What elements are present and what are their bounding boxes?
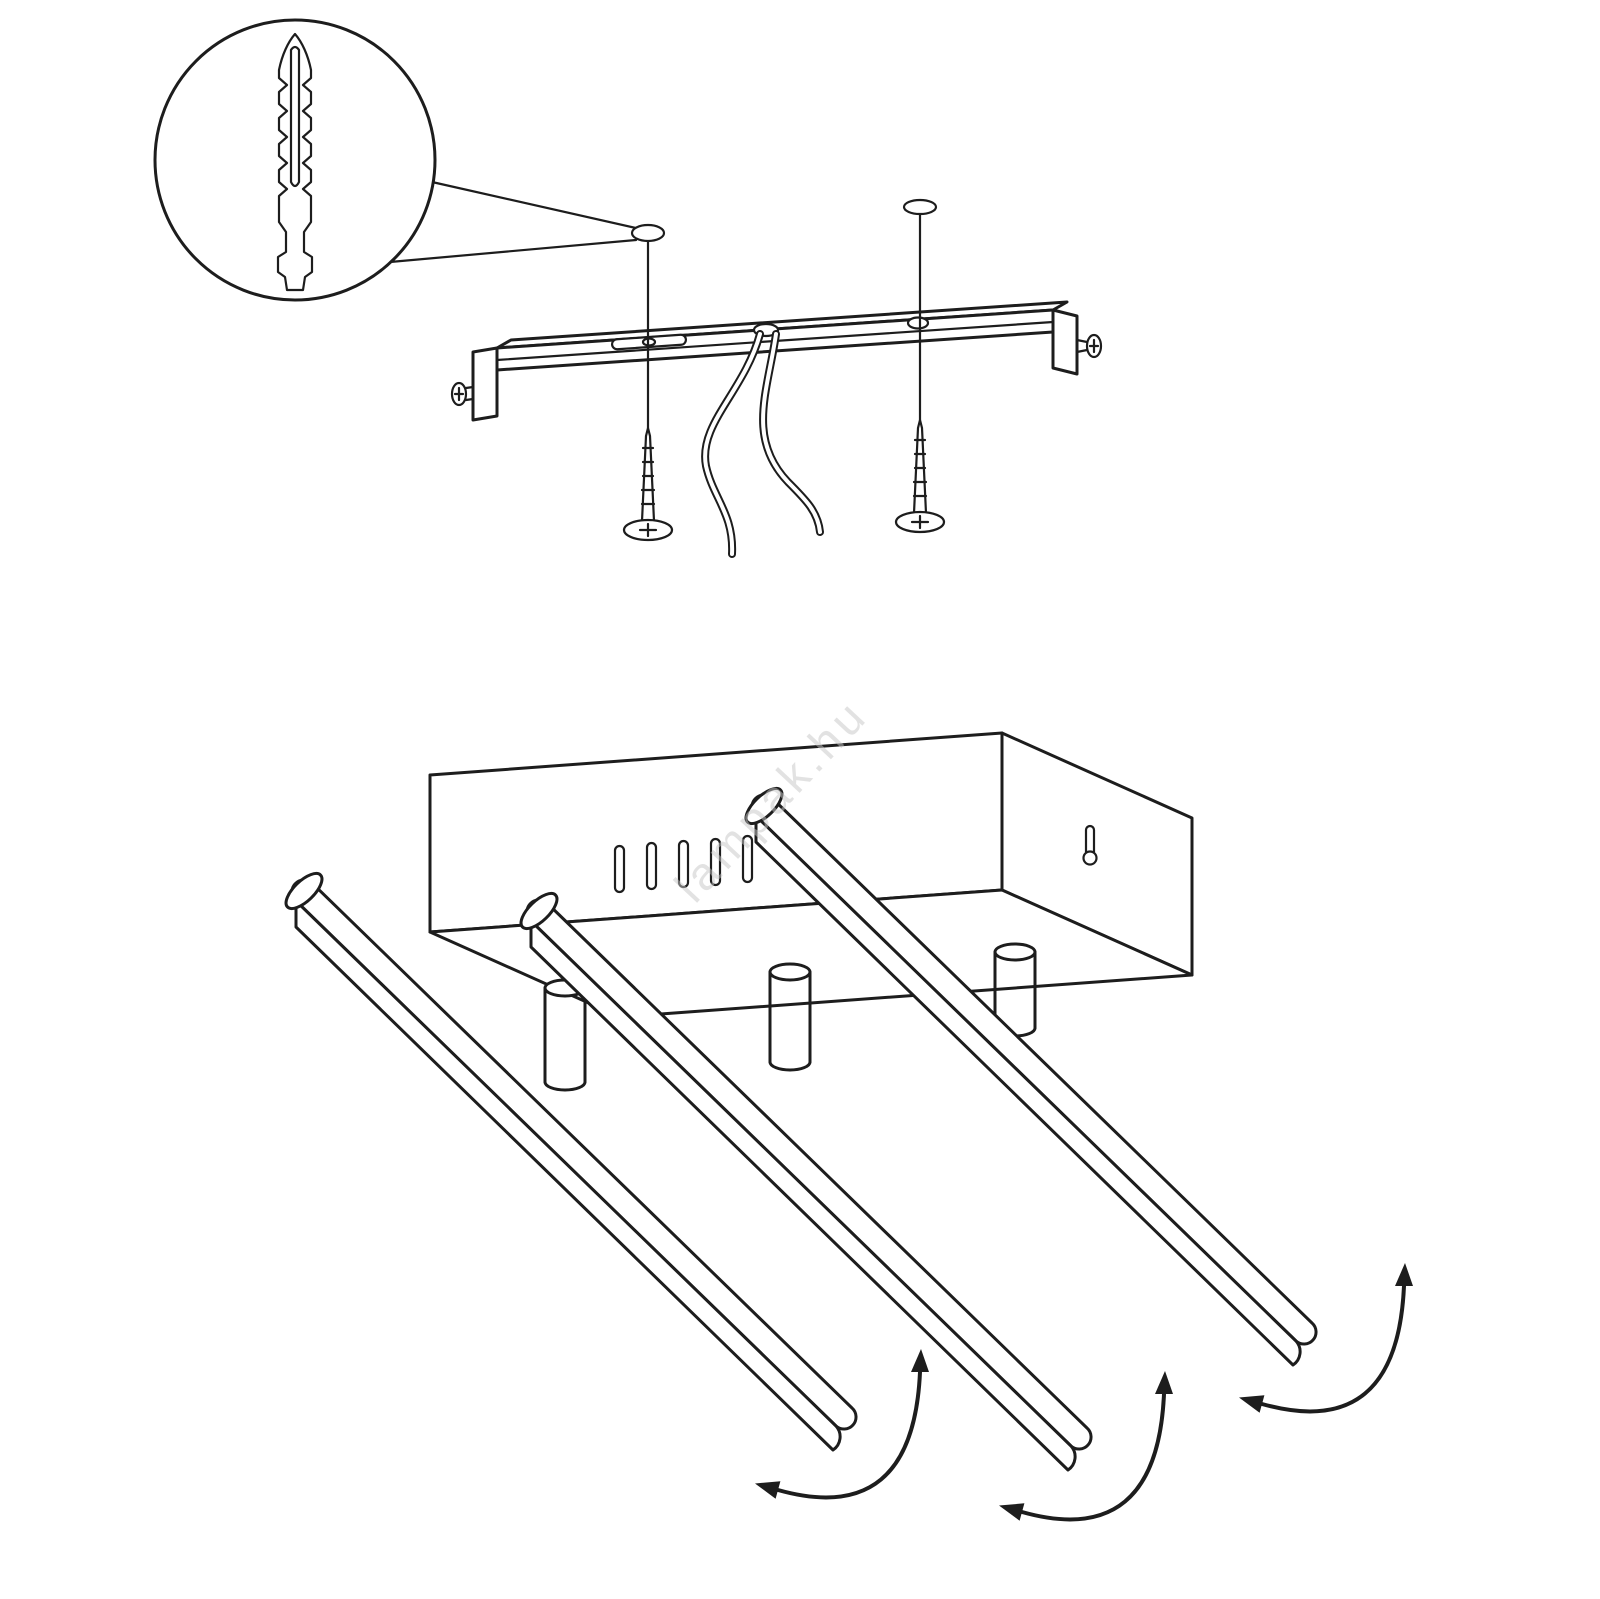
light-bar-3-side-face bbox=[754, 814, 1302, 1367]
light-bar-1 bbox=[284, 871, 858, 1452]
wall-plug-detail bbox=[153, 18, 638, 302]
bracket-right-flange bbox=[1051, 308, 1079, 376]
vent-slot bbox=[613, 844, 626, 894]
wall-plug-slot bbox=[289, 45, 301, 188]
dowel-right bbox=[902, 198, 938, 216]
vent-slot bbox=[709, 837, 722, 887]
bracket-screw-hole bbox=[906, 316, 930, 330]
power-wire-1 bbox=[703, 332, 762, 556]
vent-slot bbox=[645, 841, 658, 891]
dowel-left bbox=[630, 223, 666, 243]
screw-left bbox=[622, 426, 674, 542]
screw-right-threads bbox=[912, 438, 928, 498]
screw-left-cross bbox=[638, 522, 658, 538]
screw-left-threads bbox=[640, 446, 656, 506]
keyhole-slot-hole bbox=[1082, 850, 1098, 866]
side-screw-right-cross bbox=[1088, 338, 1100, 354]
mounting-post-2 bbox=[768, 962, 812, 1072]
power-wire-2 bbox=[761, 332, 822, 534]
mounting-post-2-top bbox=[768, 962, 812, 982]
side-screw-left-cross bbox=[453, 386, 465, 402]
detail-pointer-line-top bbox=[430, 180, 638, 230]
screw-right-shaft bbox=[912, 418, 928, 515]
side-screw-right bbox=[1075, 333, 1103, 359]
vent-slot bbox=[741, 834, 754, 884]
scene: lampak.hu bbox=[153, 18, 1415, 1523]
light-bar-2-end-cap bbox=[519, 891, 559, 931]
vent-slot bbox=[677, 839, 690, 889]
ceiling-bracket-assembly bbox=[450, 198, 1103, 558]
light-bar-3 bbox=[744, 786, 1318, 1367]
detail-pointer-line-bottom bbox=[388, 238, 638, 264]
light-bar-1-side-face bbox=[294, 899, 842, 1452]
light-bar-1-end-cap bbox=[284, 871, 324, 911]
keyhole-slot bbox=[1082, 824, 1098, 866]
screw-right-cross bbox=[910, 514, 930, 530]
bracket-left-flange bbox=[471, 346, 499, 422]
screw-left-shaft bbox=[640, 426, 656, 523]
power-wires bbox=[701, 330, 824, 558]
screw-right bbox=[894, 418, 946, 534]
vent-slots bbox=[613, 834, 754, 894]
wall-plug-icon bbox=[276, 32, 314, 292]
mounting-post-3-top bbox=[993, 942, 1037, 962]
light-bar-2 bbox=[519, 891, 1093, 1472]
light-bar-3-end-cap bbox=[744, 786, 784, 826]
side-screw-left bbox=[450, 381, 475, 407]
light-bar-2-side-face bbox=[529, 919, 1077, 1472]
light-bars bbox=[284, 786, 1318, 1472]
